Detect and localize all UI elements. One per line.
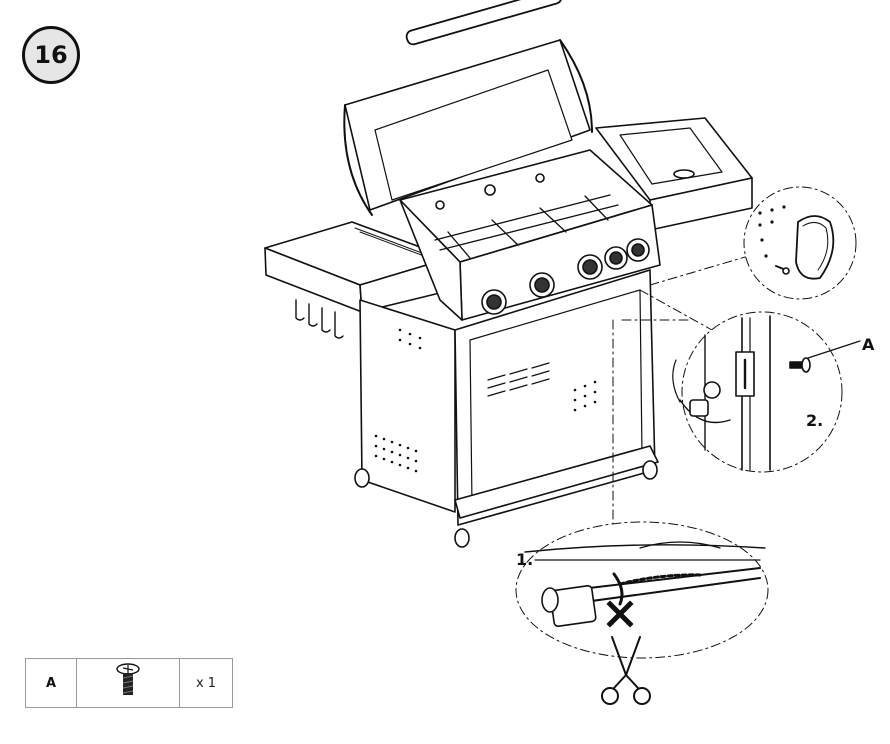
right-side-burner [595, 117, 753, 231]
cross-mark-icon [606, 600, 634, 628]
screw-icon [116, 663, 140, 695]
control-knobs [481, 238, 650, 315]
scissors-icon [601, 636, 651, 705]
callout-part-a: A [862, 335, 875, 354]
part-quantity: x 1 [179, 658, 233, 708]
detail-circle-screw-holes [743, 186, 857, 300]
step-number: 16 [34, 41, 68, 69]
detail-leaders [612, 254, 753, 541]
detail-circle-cable-tie [515, 521, 769, 659]
callout-step-1: 1. [516, 550, 533, 569]
parts-list-row: A x 1 [25, 658, 233, 708]
grill-lid [343, 0, 593, 216]
parts-list-table: A x 1 [25, 658, 233, 708]
part-image [76, 658, 180, 708]
callout-step-2: 2. [806, 411, 823, 430]
gas-grill-illustration [264, 0, 753, 548]
caster-wheels [354, 460, 658, 548]
step-number-badge: 16 [22, 26, 80, 84]
grill-cart [359, 269, 659, 526]
part-letter: A [25, 658, 77, 708]
detail-circle-mount [672, 311, 861, 473]
screw-a [789, 357, 811, 373]
grill-body [399, 149, 661, 321]
